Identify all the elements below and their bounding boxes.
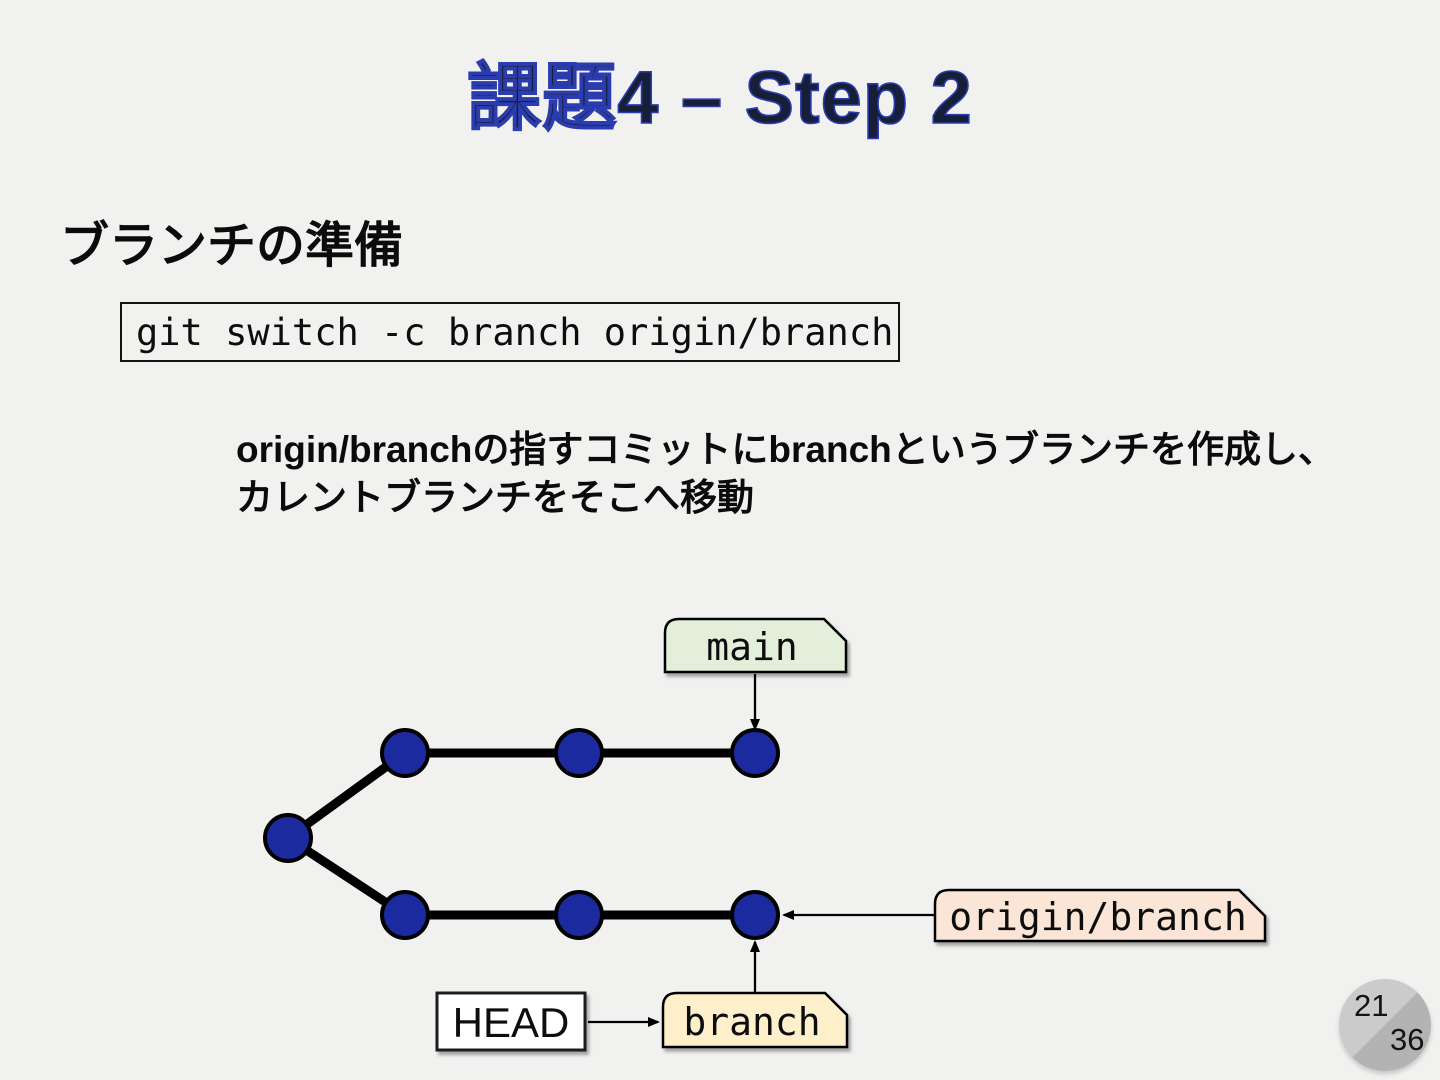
commit-node-root — [263, 813, 313, 863]
description-line-2: カレントブランチをそこへ移動 — [236, 477, 754, 518]
page-current: 21 — [1354, 988, 1389, 1023]
commit-node-branch-3 — [730, 890, 780, 940]
head-box-shape — [435, 991, 587, 1052]
slide-page-number: 21 36 — [1339, 979, 1431, 1071]
commit-node-main-2 — [554, 728, 604, 778]
branch-tag: branch — [661, 991, 849, 1049]
git-command-box: git switch -c branch origin/branch — [120, 302, 900, 362]
description-text: origin/branchの指すコミットにbranchというブランチを作成し、 … — [236, 426, 1335, 522]
main-tag-label: main — [706, 625, 798, 669]
main-tag-shape — [663, 617, 848, 674]
origin-branch-tag-shape — [933, 888, 1267, 943]
page-total: 36 — [1390, 1022, 1425, 1057]
main-branch-tag: main — [663, 617, 848, 674]
commit-node-branch-1 — [380, 890, 430, 940]
slide-title: 課題4 – Step 2 — [466, 55, 973, 140]
head-box-label: HEAD — [453, 999, 570, 1046]
origin-branch-tag-label: origin/branch — [949, 895, 1246, 939]
branch-tag-shape — [661, 991, 849, 1049]
head-box: HEAD — [435, 991, 587, 1052]
origin-branch-tag: origin/branch — [933, 888, 1267, 943]
commit-node-main-3 — [730, 728, 780, 778]
git-command-text: git switch -c branch origin/branch — [136, 310, 894, 354]
commit-edges — [285, 748, 755, 920]
pointer-arrows — [588, 674, 934, 1027]
branch-tag-label: branch — [683, 1000, 820, 1044]
description-line-1: origin/branchの指すコミットにbranchというブランチを作成し、 — [236, 429, 1336, 470]
commit-node-main-1 — [380, 728, 430, 778]
commit-nodes — [263, 728, 780, 940]
section-heading: ブランチの準備 — [60, 219, 404, 273]
commit-node-branch-2 — [554, 890, 604, 940]
